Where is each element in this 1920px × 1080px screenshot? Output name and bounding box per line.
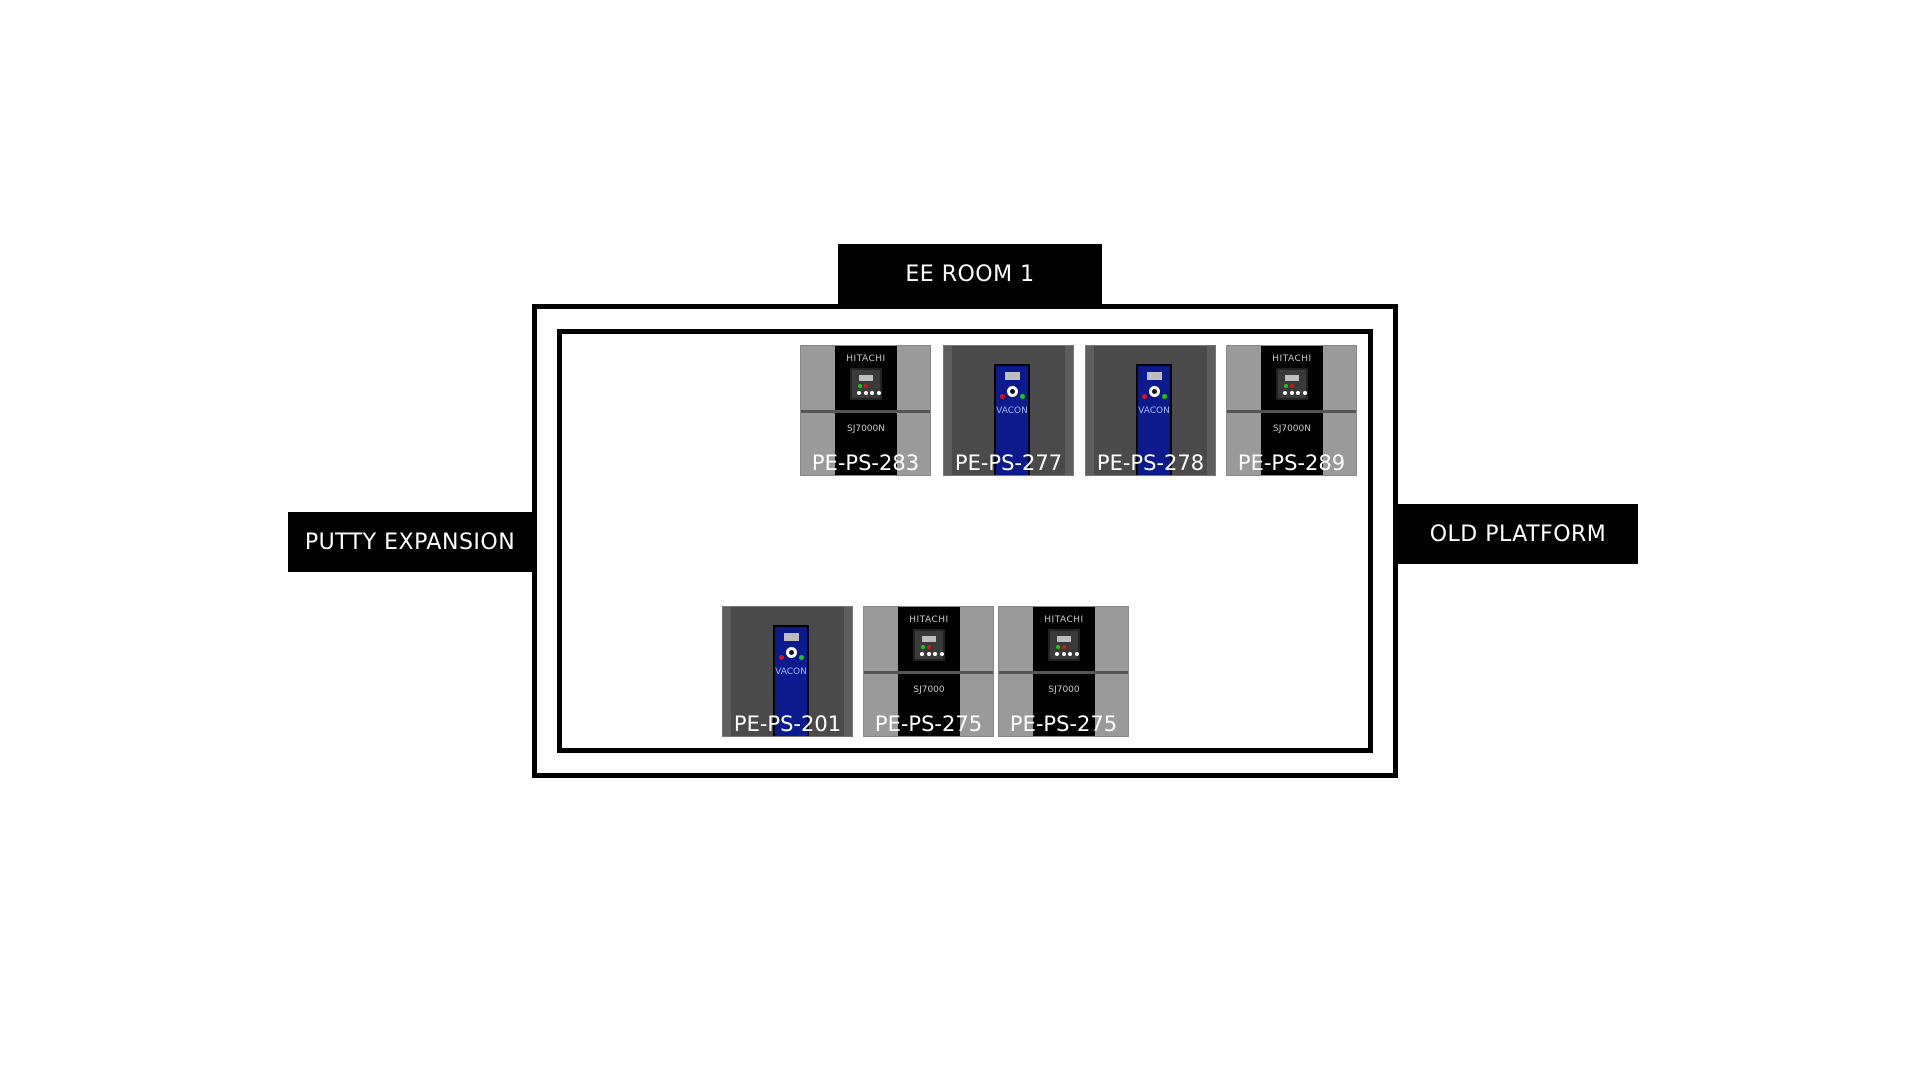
vacon-keypad-icon: VACON (994, 364, 1030, 475)
brand-label: HITACHI (846, 354, 886, 364)
brand-label: HITACHI (1272, 354, 1312, 364)
divider (801, 410, 930, 413)
edge (1065, 346, 1073, 475)
drive-pe-ps-275[interactable]: HITACHI SJ7000 PE-PS-275 (863, 606, 994, 737)
edge (1207, 346, 1215, 475)
divider (1227, 410, 1356, 413)
ee-room-label[interactable]: EE ROOM 1 (838, 244, 1102, 304)
drive-tag: PE-PS-283 (811, 451, 920, 475)
divider (864, 671, 993, 674)
brand-label: VACON (996, 406, 1028, 416)
drive-pe-ps-201[interactable]: VACON PE-PS-201 (722, 606, 853, 737)
drive-tag: PE-PS-275 (1009, 712, 1118, 736)
putty-expansion-label[interactable]: PUTTY EXPANSION (288, 512, 532, 572)
model-label: SJ7000 (913, 685, 945, 695)
edge (1086, 346, 1094, 475)
keypad-icon (1048, 629, 1080, 661)
keypad-icon (850, 368, 882, 400)
drive-pe-ps-283[interactable]: HITACHI SJ7000N PE-PS-283 (800, 345, 931, 476)
brand-label: HITACHI (1044, 615, 1084, 625)
divider (999, 671, 1128, 674)
model-label: SJ7000N (1272, 424, 1311, 434)
drive-pe-ps-289[interactable]: HITACHI SJ7000N PE-PS-289 (1226, 345, 1357, 476)
brand-label: VACON (775, 667, 807, 677)
brand-label: VACON (1138, 406, 1170, 416)
drive-tag: PE-PS-278 (1096, 451, 1205, 475)
keypad-icon (1276, 368, 1308, 400)
keypad-icon (913, 629, 945, 661)
drive-pe-ps-277[interactable]: VACON PE-PS-277 (943, 345, 1074, 476)
edge (844, 607, 852, 736)
model-label: SJ7000N (846, 424, 885, 434)
vacon-keypad-icon: VACON (1136, 364, 1172, 475)
vacon-keypad-icon: VACON (773, 625, 809, 736)
brand-label: HITACHI (909, 615, 949, 625)
drive-pe-ps-278[interactable]: VACON PE-PS-278 (1085, 345, 1216, 476)
old-platform-label[interactable]: OLD PLATFORM (1398, 504, 1638, 564)
drive-tag: PE-PS-289 (1237, 451, 1346, 475)
drive-tag: PE-PS-201 (733, 712, 842, 736)
drive-tag: PE-PS-275 (874, 712, 983, 736)
edge (723, 607, 731, 736)
drive-tag: PE-PS-277 (954, 451, 1063, 475)
edge (944, 346, 952, 475)
model-label: SJ7000 (1048, 685, 1080, 695)
drive-pe-ps-275-b[interactable]: HITACHI SJ7000 PE-PS-275 (998, 606, 1129, 737)
